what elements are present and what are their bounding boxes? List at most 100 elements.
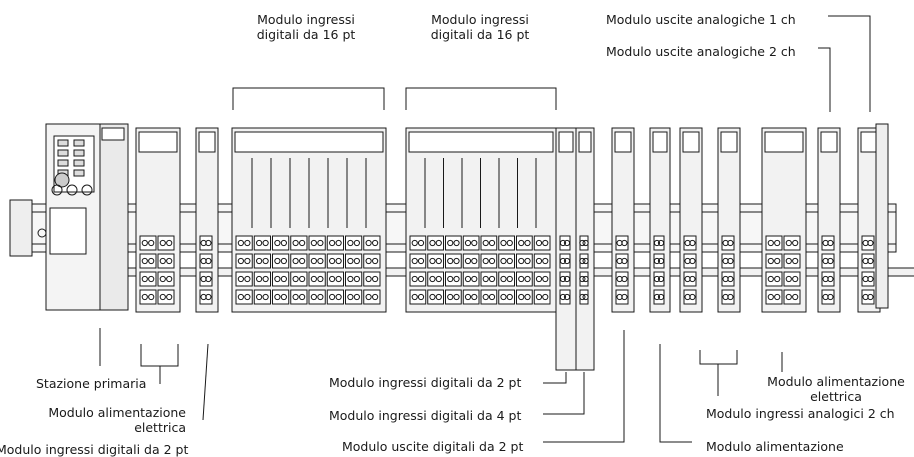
terminal-hole [205,293,212,301]
module-header [578,131,592,153]
terminal-hole [524,239,531,247]
terminal-hole [518,293,525,301]
terminal-block [409,289,427,305]
primary-station-side [99,123,129,311]
terminal-hole [482,275,489,283]
terminal-hole [542,239,549,247]
module-header [720,131,738,153]
terminal-block [516,235,533,251]
terminal-hole [335,275,342,283]
terminal-hole [774,239,781,247]
terminal-block [445,289,462,305]
terminal-block [272,235,290,251]
terminal-hole [535,239,543,247]
terminal-hole [867,293,874,301]
terminal-hole [506,239,513,247]
terminal-hole [372,293,379,301]
terminal-block [157,235,175,251]
terminal-block [559,271,571,287]
label-analog-input-2ch: Modulo ingressi analogici 2 ch [706,406,895,421]
terminal-hole [563,293,571,301]
terminal-hole [141,275,148,283]
terminal-block [290,253,308,269]
terminal-hole [482,257,489,265]
terminal-hole [524,293,531,301]
terminal-hole [262,239,269,247]
terminal-hole [166,275,173,283]
terminal-hole [166,293,173,301]
terminal-hole [237,293,244,301]
terminal-hole [329,275,336,283]
terminal-block [345,253,363,269]
leader-analog-output-1ch [828,15,871,112]
label-analog-output-2ch: Modulo uscite analogiche 2 ch [606,44,796,59]
terminal-block [516,289,533,305]
terminal-hole [166,257,173,265]
terminal-hole [657,293,665,301]
terminal-hole [559,293,567,301]
terminal-hole [237,275,244,283]
bracket-analog-input [699,350,738,365]
terminal-hole [365,257,372,265]
terminal-block [480,253,498,269]
terminal-hole [148,293,155,301]
terminal-block [427,271,444,287]
label-digital-input-4pt: Modulo ingressi digitali da 4 pt [329,408,522,423]
terminal-block [445,235,462,251]
terminal-hole [159,257,166,265]
terminal-hole [353,239,360,247]
terminal-hole [657,257,665,265]
label-digital-input-16pt-a: Modulo ingressi digitali da 16 pt [256,12,356,42]
terminal-hole [657,275,665,283]
terminal-hole [767,257,774,265]
label-digital-input-2pt-left: Modulo ingressi digitali da 2 pt [0,442,189,457]
terminal-hole [579,275,586,283]
terminal-hole [867,257,874,265]
terminal-hole [579,257,586,265]
terminal-block [290,235,308,251]
terminal-hole [563,239,571,247]
terminal-block [363,253,381,269]
terminal-hole [435,293,442,301]
terminal-hole [256,257,263,265]
terminal-hole [689,275,696,283]
terminal-hole [488,257,496,265]
terminal-block [253,271,271,287]
terminal-hole [785,239,792,247]
terminal-hole [335,293,342,301]
terminal-hole [347,239,354,247]
terminal-hole [689,293,696,301]
terminal-block [272,289,290,305]
terminal-hole [159,275,166,283]
terminal-hole [329,257,336,265]
terminal-hole [774,275,781,283]
terminal-block [462,235,480,251]
terminal-block [462,253,480,269]
label-electrical-power-module: Modulo alimentazione elettrica [767,374,905,404]
terminal-hole [657,239,665,247]
connector-port [54,172,70,188]
terminal-block [579,235,589,251]
terminal-hole [274,293,281,301]
terminal-hole [317,257,324,265]
terminal-block [363,235,381,251]
terminal-hole [542,293,549,301]
terminal-hole [141,239,148,247]
terminal-hole [653,293,661,301]
terminal-hole [435,239,442,247]
terminal-hole [411,257,418,265]
terminal-hole [471,275,478,283]
terminal-hole [141,257,148,265]
terminal-block [253,235,271,251]
terminal-hole [435,275,442,283]
terminal-block [462,271,480,287]
terminal-hole [582,257,589,265]
terminal-block [559,253,571,269]
terminal-hole [205,275,212,283]
terminal-hole [329,293,336,301]
terminal-block [139,235,157,251]
terminal-hole [767,275,774,283]
terminal-hole [262,293,269,301]
terminal-hole [244,239,251,247]
leader-digital-input-4pt [543,372,585,415]
